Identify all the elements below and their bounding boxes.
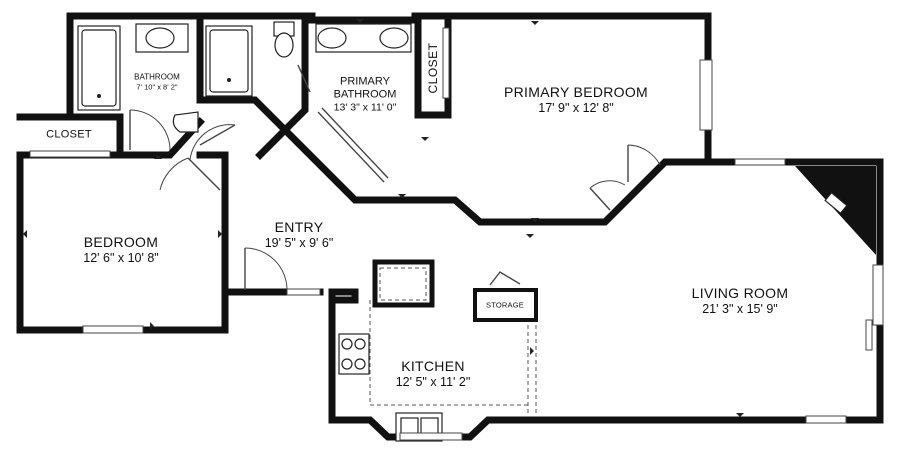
- bathroom-name: BATHROOM: [134, 72, 180, 82]
- kitchen-dim: 12' 5" x 11' 2": [395, 374, 471, 389]
- storage-label: STORAGE: [486, 301, 524, 310]
- windows: [29, 27, 884, 441]
- fireplace-hearth: [824, 191, 848, 215]
- bathroom-label: BATHROOM 7' 10" x 8' 2": [134, 73, 180, 92]
- closet-vertical-name: CLOSET: [425, 42, 440, 94]
- kitchen-fixtures: [338, 267, 537, 442]
- closet-left-label: CLOSET: [46, 128, 92, 141]
- primary-bathroom-label: PRIMARY BATHROOM 13' 3" x 11' 0": [334, 76, 397, 115]
- entry-name: ENTRY: [274, 219, 324, 236]
- dimension-ticks: [23, 19, 744, 417]
- bedroom-dim: 12' 6" x 10' 8": [83, 250, 159, 265]
- bedroom-name: BEDROOM: [83, 234, 159, 251]
- entry-dim: 19' 5" x 9' 6": [264, 235, 334, 250]
- primary-bedroom-name: PRIMARY BEDROOM: [503, 84, 649, 101]
- storage-name: STORAGE: [486, 300, 524, 310]
- living-room-label: LIVING ROOM 21' 3" x 15' 9": [692, 285, 789, 317]
- bathroom-dim: 7' 10" x 8' 2": [136, 82, 178, 92]
- interior-walls: [116, 12, 712, 322]
- bathroom-fixtures: [77, 21, 412, 133]
- fireplace-corner: [795, 166, 876, 255]
- closet-vertical-label: CLOSET: [426, 42, 440, 93]
- primary-bedroom-label: PRIMARY BEDROOM 17' 9" x 12' 8": [504, 84, 648, 116]
- living-room-name: LIVING ROOM: [691, 285, 789, 302]
- living-room-dim: 21' 3" x 15' 9": [702, 301, 778, 316]
- primary-bathroom-name-line1: PRIMARY: [340, 75, 390, 88]
- kitchen-label: KITCHEN 12' 5" x 11' 2": [396, 358, 471, 390]
- kitchen-name: KITCHEN: [401, 358, 465, 375]
- primary-bathroom-name-line2: BATHROOM: [333, 88, 397, 101]
- primary-bedroom-dim: 17' 9" x 12' 8": [538, 100, 614, 115]
- primary-bathroom-dim: 13' 3" x 11' 0": [333, 101, 397, 114]
- closet-left-name: CLOSET: [46, 128, 92, 141]
- bedroom-label: BEDROOM 12' 6" x 10' 8": [83, 234, 159, 266]
- entry-label: ENTRY 19' 5" x 9' 6": [265, 219, 334, 251]
- door-swings: [129, 64, 661, 291]
